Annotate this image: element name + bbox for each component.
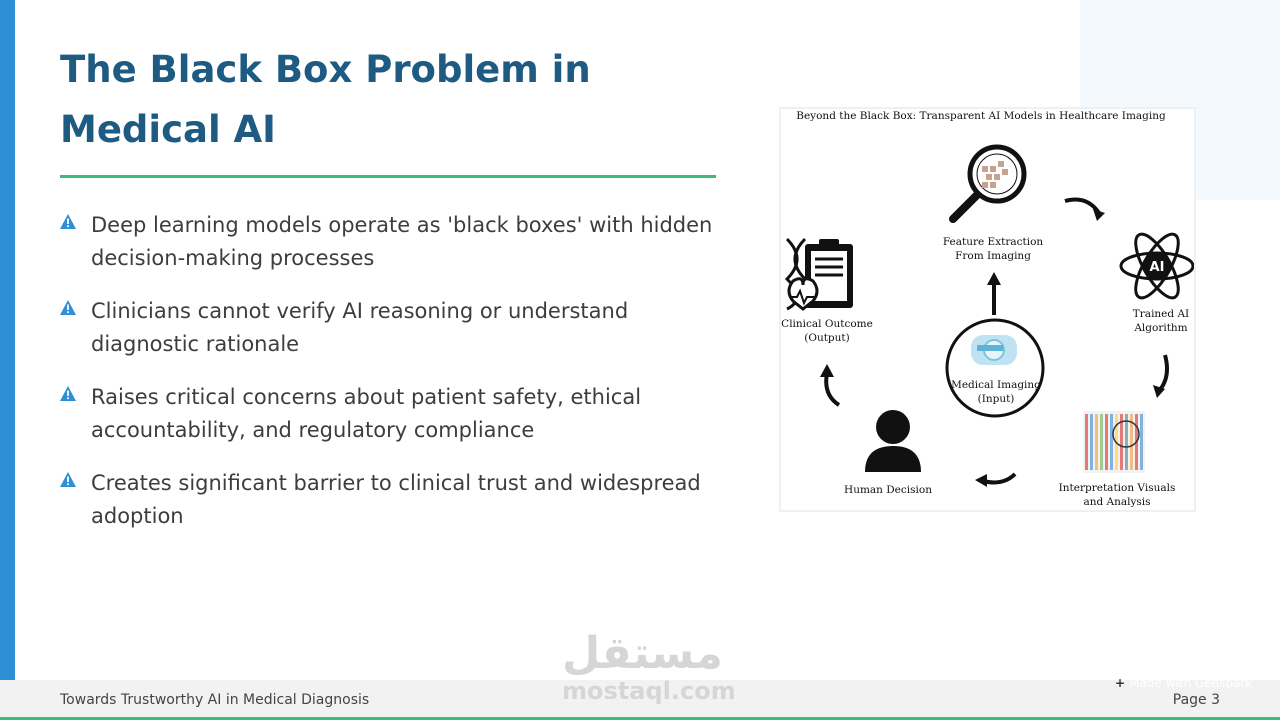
flow-arrow bbox=[1064, 197, 1105, 221]
title-divider bbox=[60, 175, 716, 178]
magnifier-icon bbox=[949, 144, 1027, 223]
footer-title: Towards Trustworthy AI in Medical Diagno… bbox=[60, 692, 370, 708]
bullet-item: Raises critical concerns about patient s… bbox=[60, 381, 720, 447]
bullet-list: Deep learning models operate as 'black b… bbox=[60, 209, 720, 553]
ai-badge-text: AI bbox=[1150, 260, 1165, 275]
bullet-item: Creates significant barrier to clinical … bbox=[60, 467, 720, 533]
interpretation-label-line2: and Analysis bbox=[1083, 496, 1150, 508]
page-number: Page 3 bbox=[1172, 692, 1220, 708]
watermark-latin: mostaql.com bbox=[562, 677, 736, 705]
scanner-icon bbox=[971, 335, 1017, 365]
slide-title: The Black Box Problem in Medical AI bbox=[60, 48, 591, 151]
flow-arrow bbox=[987, 272, 1001, 315]
heatmap-icon bbox=[1083, 411, 1145, 473]
warning-icon bbox=[60, 472, 76, 487]
algorithm-label-line1: Trained AI bbox=[1133, 308, 1189, 320]
flow-arrow bbox=[1153, 354, 1169, 398]
watermark-arabic: مستقل bbox=[562, 628, 723, 679]
input-label-line2: (Input) bbox=[978, 393, 1015, 405]
watermark: مستقل mostaql.com bbox=[562, 628, 736, 705]
feature-label-line2: From Imaging bbox=[955, 250, 1031, 262]
bullet-text: Clinicians cannot verify AI reasoning or… bbox=[91, 299, 629, 356]
footer-divider bbox=[0, 717, 1280, 720]
left-accent-bar bbox=[0, 0, 15, 680]
bullet-item: Deep learning models operate as 'black b… bbox=[60, 209, 720, 275]
footer-bar bbox=[0, 680, 1280, 717]
workflow-figure: Beyond the Black Box: Transparent AI Mod… bbox=[779, 107, 1196, 512]
interpretation-label-line1: Interpretation Visuals bbox=[1059, 482, 1176, 494]
feature-label-line1: Feature Extraction bbox=[943, 236, 1044, 248]
bullet-text: Raises critical concerns about patient s… bbox=[91, 385, 642, 442]
input-label-line1: Medical Imaging bbox=[951, 379, 1041, 391]
bullet-text: Creates significant barrier to clinical … bbox=[91, 471, 701, 528]
bullet-text: Deep learning models operate as 'black b… bbox=[91, 213, 713, 270]
workflow-diagram: Beyond the Black Box: Transparent AI Mod… bbox=[781, 110, 1195, 508]
flow-arrow bbox=[975, 472, 1017, 487]
figure-title: Beyond the Black Box: Transparent AI Mod… bbox=[796, 110, 1166, 122]
warning-icon bbox=[60, 300, 76, 315]
made-with-text: Made with Genspark bbox=[1129, 676, 1253, 690]
made-with-badge[interactable]: +Made with Genspark bbox=[1115, 676, 1252, 690]
bullet-item: Clinicians cannot verify AI reasoning or… bbox=[60, 295, 720, 361]
person-icon bbox=[865, 410, 921, 472]
sparkle-icon: + bbox=[1115, 676, 1126, 690]
outcome-label-line1: Clinical Outcome bbox=[781, 318, 873, 330]
flow-arrow bbox=[820, 364, 841, 407]
medical-imaging-node bbox=[945, 318, 1045, 418]
warning-icon bbox=[60, 386, 76, 401]
warning-icon bbox=[60, 214, 76, 229]
human-decision-label: Human Decision bbox=[844, 484, 932, 496]
clipboard-dna-icon bbox=[784, 237, 853, 311]
ai-atom-icon: AI bbox=[1119, 232, 1195, 300]
outcome-label-line2: (Output) bbox=[804, 332, 850, 344]
algorithm-label-line2: Algorithm bbox=[1133, 322, 1187, 334]
